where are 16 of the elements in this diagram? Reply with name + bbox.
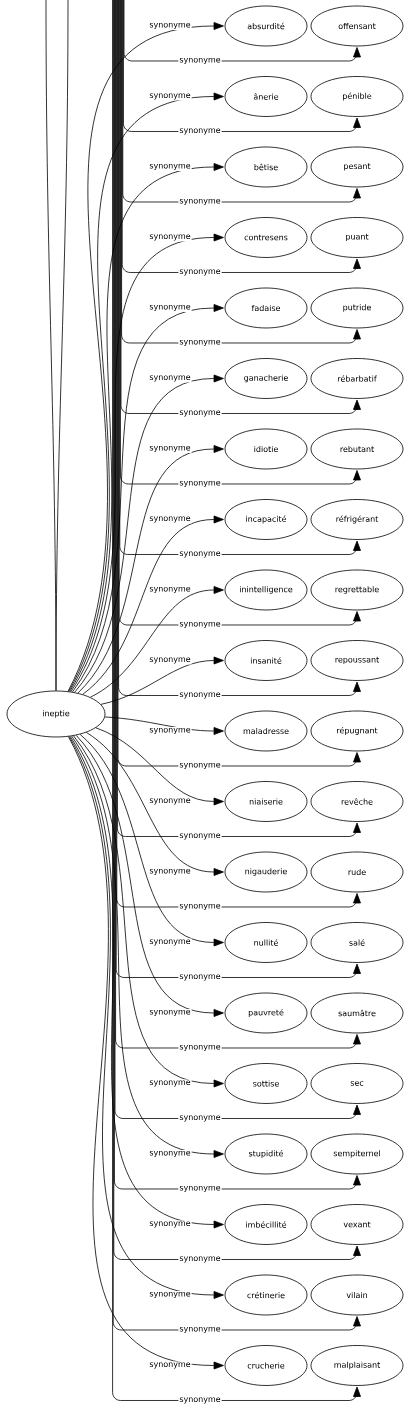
arrow: [77, 445, 224, 694]
arrow: [71, 735, 224, 1158]
arrow: [90, 586, 224, 698]
arrow: [73, 735, 224, 1088]
arrow: [85, 732, 224, 876]
arrow: [104, 716, 224, 735]
arrow: [82, 515, 224, 695]
arrow: [121, 0, 361, 273]
arrow: [95, 727, 224, 806]
arrow: [72, 304, 224, 693]
arrow: [79, 734, 224, 947]
arrow: [74, 374, 224, 693]
arrow: [100, 656, 224, 705]
arrow: [75, 734, 224, 1017]
arrow: [123, 0, 361, 132]
arrow: [123, 0, 361, 62]
